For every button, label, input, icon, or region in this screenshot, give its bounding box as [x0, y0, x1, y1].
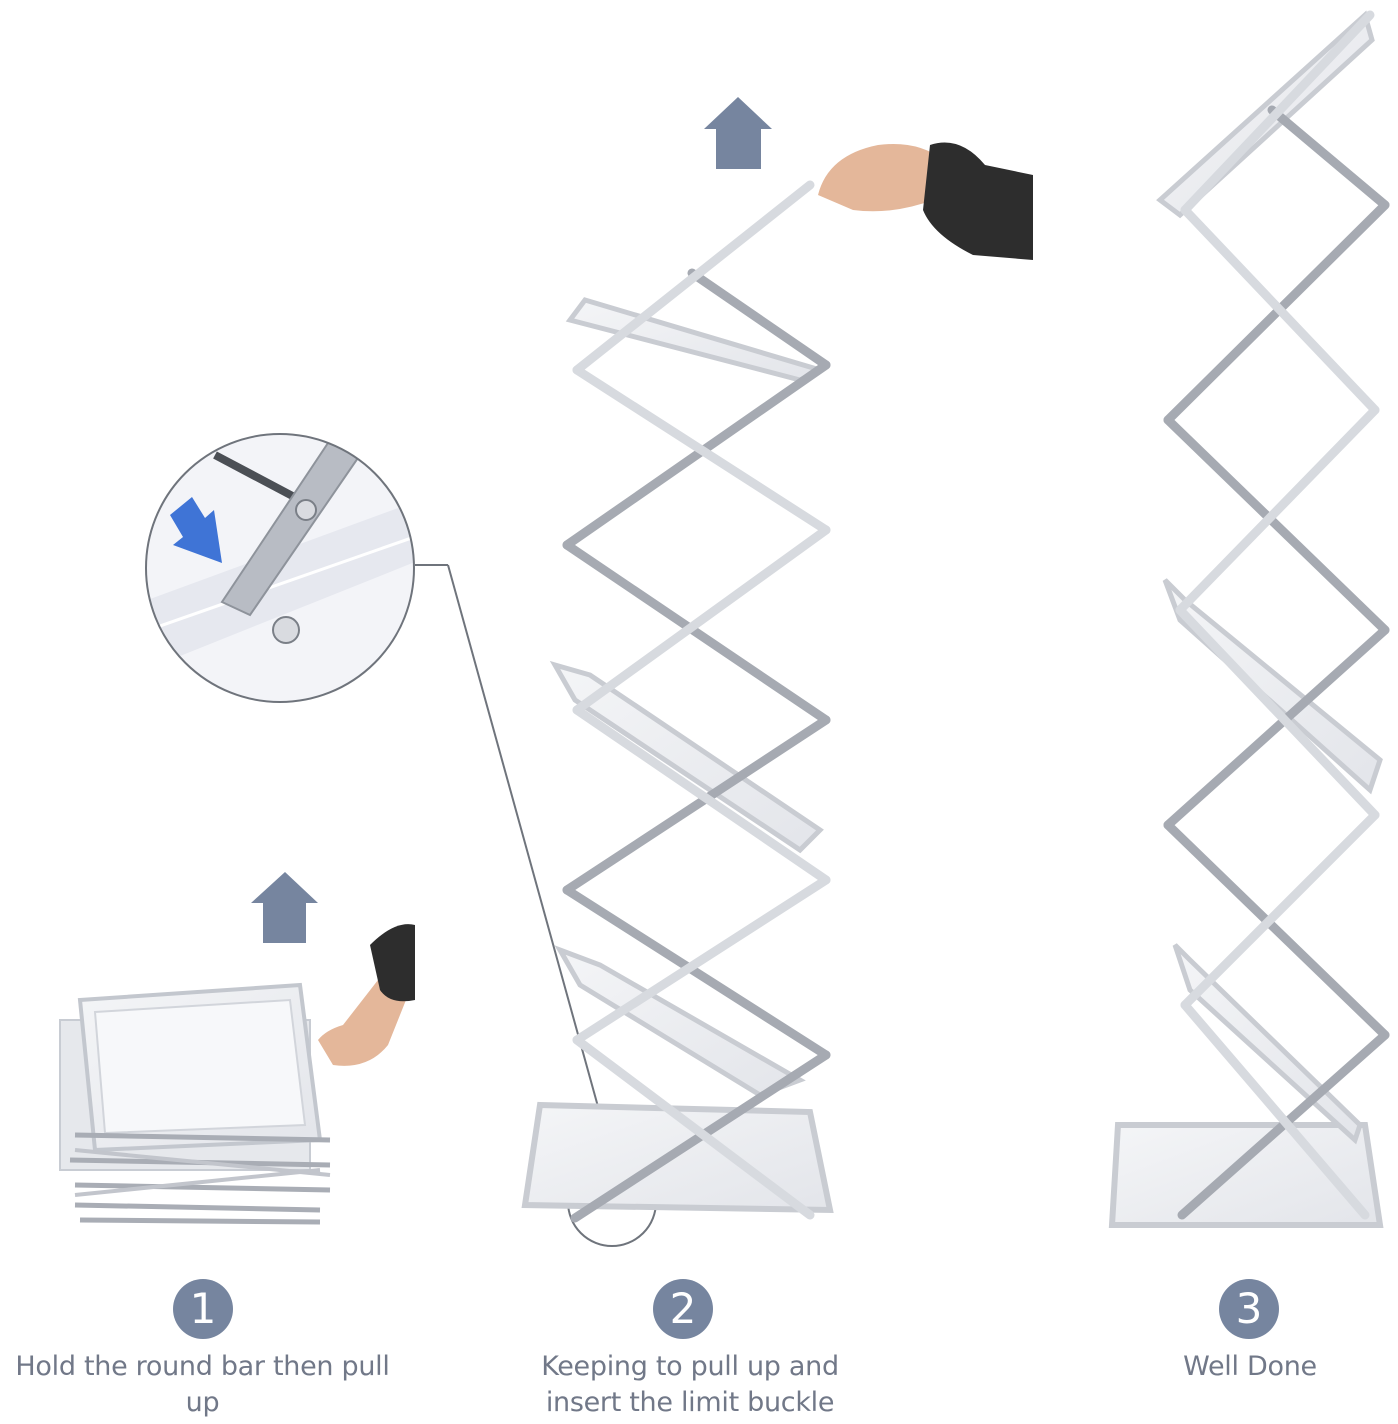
- limit-buckle-zoom-callout: [145, 433, 657, 1247]
- step-3-assembled-stand: [1108, 10, 1390, 1228]
- down-right-arrow-icon: [170, 497, 222, 563]
- up-arrow-icon: [704, 97, 772, 169]
- step-2-caption-line-2: insert the limit buckle: [545, 1387, 835, 1418]
- step-2-caption-line-1: Keeping to pull up and: [541, 1351, 839, 1382]
- step-2-badge: 2: [653, 1279, 713, 1339]
- step-1-badge: 1: [173, 1279, 233, 1339]
- step-1-caption: Hold the round bar then pull up: [15, 1351, 390, 1418]
- step-3-badge: 3: [1219, 1279, 1279, 1339]
- step-2-extending-stand: [521, 97, 1033, 1223]
- step-1-folded-stand: [59, 872, 415, 1225]
- up-arrow-icon: [251, 872, 318, 943]
- step-3-caption: Well Done: [1183, 1351, 1317, 1382]
